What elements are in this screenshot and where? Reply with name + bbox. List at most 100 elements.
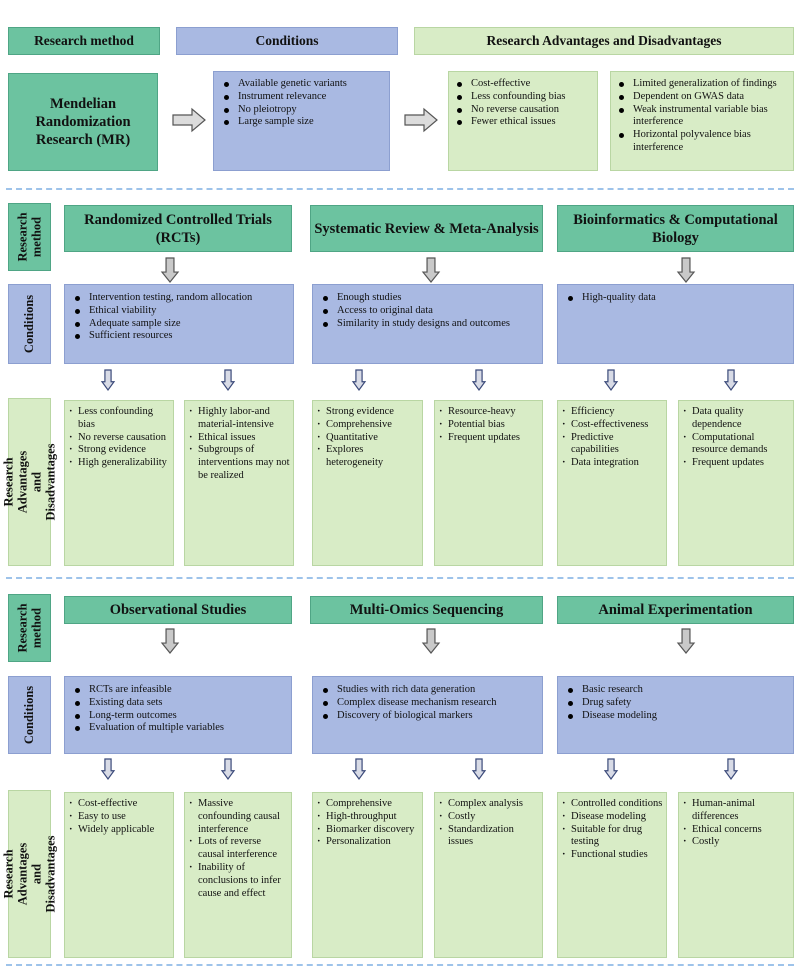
list-item: Available genetic variants — [220, 78, 383, 91]
list-item: Personalization — [316, 836, 419, 849]
list-item: Biomarker discovery — [316, 824, 419, 837]
list-item: Massive confounding causal interference — [188, 798, 288, 836]
list-item: Cost-effectiveness — [561, 419, 663, 432]
list-item: Comprehensive — [316, 419, 419, 432]
list-item: Predictive capabilities — [561, 432, 663, 458]
down-arrow-icon — [676, 257, 696, 283]
list-item: Resource-heavy — [438, 406, 539, 419]
list-item: Cost-effective — [68, 798, 170, 811]
label-research-method: Research method — [8, 594, 51, 662]
header-conditions: Conditions — [176, 27, 398, 55]
animal-advantages-box: Controlled conditionsDisease modelingSui… — [557, 792, 667, 958]
list-item: Ethical concerns — [682, 824, 790, 837]
section-divider — [6, 577, 794, 579]
list-item: Weak instrumental variable bias interfer… — [615, 104, 789, 130]
list-item: High-throughput — [316, 811, 419, 824]
bio-advantages-box: EfficiencyCost-effectivenessPredictive c… — [557, 400, 667, 566]
down-arrow-icon — [100, 369, 116, 392]
list-item: Strong evidence — [68, 444, 170, 457]
list-item: Evaluation of multiple variables — [71, 722, 285, 735]
list-item: Complex disease mechanism research — [319, 697, 536, 710]
list-item: Fewer ethical issues — [453, 116, 593, 129]
obs-disadvantages-box: Massive confounding causal interferenceL… — [184, 792, 292, 958]
down-arrow-icon — [421, 628, 441, 654]
list-item: Cost-effective — [453, 78, 593, 91]
down-arrow-icon — [723, 369, 739, 392]
list-item: Costly — [682, 836, 790, 849]
right-arrow-icon — [172, 107, 206, 133]
bio-conditions-box: High-quality data — [557, 284, 794, 364]
list-item: Enough studies — [319, 292, 536, 305]
list-item: Similarity in study designs and outcomes — [319, 318, 536, 331]
list-item: Long-term outcomes — [71, 710, 285, 723]
label-research-method: Research method — [8, 203, 51, 271]
label-conditions: Conditions — [8, 284, 51, 364]
list-item: Disease modeling — [564, 710, 787, 723]
obs-method-box: Observational Studies — [64, 596, 292, 624]
down-arrow-icon — [471, 369, 487, 392]
down-arrow-icon — [160, 628, 180, 654]
animal-dis-list: Human-animal differencesEthical concerns… — [682, 798, 790, 849]
down-arrow-icon — [471, 758, 487, 781]
down-arrow-icon — [100, 758, 116, 781]
list-item: Basic research — [564, 684, 787, 697]
down-arrow-icon — [421, 257, 441, 283]
animal-disadvantages-box: Human-animal differencesEthical concerns… — [678, 792, 794, 958]
list-item: No reverse causation — [68, 432, 170, 445]
down-arrow-icon — [351, 758, 367, 781]
list-item: Less confounding bias — [68, 406, 170, 432]
label-advantages-disadvantages: Research Advantages and Disadvantages — [2, 790, 58, 958]
section-divider — [6, 188, 794, 190]
sr-advantages-box: Strong evidenceComprehensiveQuantitative… — [312, 400, 423, 566]
list-item: Inability of conclusions to infer cause … — [188, 862, 288, 900]
obs-adv-list: Cost-effectiveEasy to useWidely applicab… — [68, 798, 170, 836]
down-arrow-icon — [603, 758, 619, 781]
bio-method-box: Bioinformatics & Computational Biology — [557, 205, 794, 252]
obs-advantages-box: Cost-effectiveEasy to useWidely applicab… — [64, 792, 174, 958]
down-arrow-icon — [676, 628, 696, 654]
list-item: High generalizability — [68, 457, 170, 470]
right-arrow-icon — [404, 107, 438, 133]
list-item: Instrument relevance — [220, 91, 383, 104]
list-item: Complex analysis — [438, 798, 539, 811]
list-item: Frequent updates — [682, 457, 790, 470]
list-item: Quantitative — [316, 432, 419, 445]
list-item: Data integration — [561, 457, 663, 470]
list-item: High-quality data — [564, 292, 787, 305]
list-item: Horizontal polyvalence bias interference — [615, 129, 789, 155]
sr-adv-list: Strong evidenceComprehensiveQuantitative… — [316, 406, 419, 470]
list-item: Subgroups of interventions may not be re… — [188, 444, 290, 482]
list-item: Lots of reverse causal interference — [188, 836, 288, 862]
list-item: Easy to use — [68, 811, 170, 824]
list-item: Functional studies — [561, 849, 663, 862]
down-arrow-icon — [723, 758, 739, 781]
omics-method-box: Multi-Omics Sequencing — [310, 596, 543, 624]
omics-disadvantages-box: Complex analysisCostlyStandardization is… — [434, 792, 543, 958]
list-item: Highly labor-and material-intensive — [188, 406, 290, 432]
list-item: No reverse causation — [453, 104, 593, 117]
down-arrow-icon — [220, 369, 236, 392]
bio-adv-list: EfficiencyCost-effectivenessPredictive c… — [561, 406, 663, 470]
header-advantages-disadvantages: Research Advantages and Disadvantages — [414, 27, 794, 55]
list-item: Strong evidence — [316, 406, 419, 419]
animal-adv-list: Controlled conditionsDisease modelingSui… — [561, 798, 663, 862]
list-item: Disease modeling — [561, 811, 663, 824]
omics-advantages-box: ComprehensiveHigh-throughputBiomarker di… — [312, 792, 423, 958]
list-item: Widely applicable — [68, 824, 170, 837]
rct-method-box: Randomized Controlled Trials (RCTs) — [64, 205, 292, 252]
list-item: Data quality dependence — [682, 406, 790, 432]
label-conditions: Conditions — [8, 676, 51, 754]
mr-method-box: Mendelian Randomization Research (MR) — [8, 73, 158, 171]
